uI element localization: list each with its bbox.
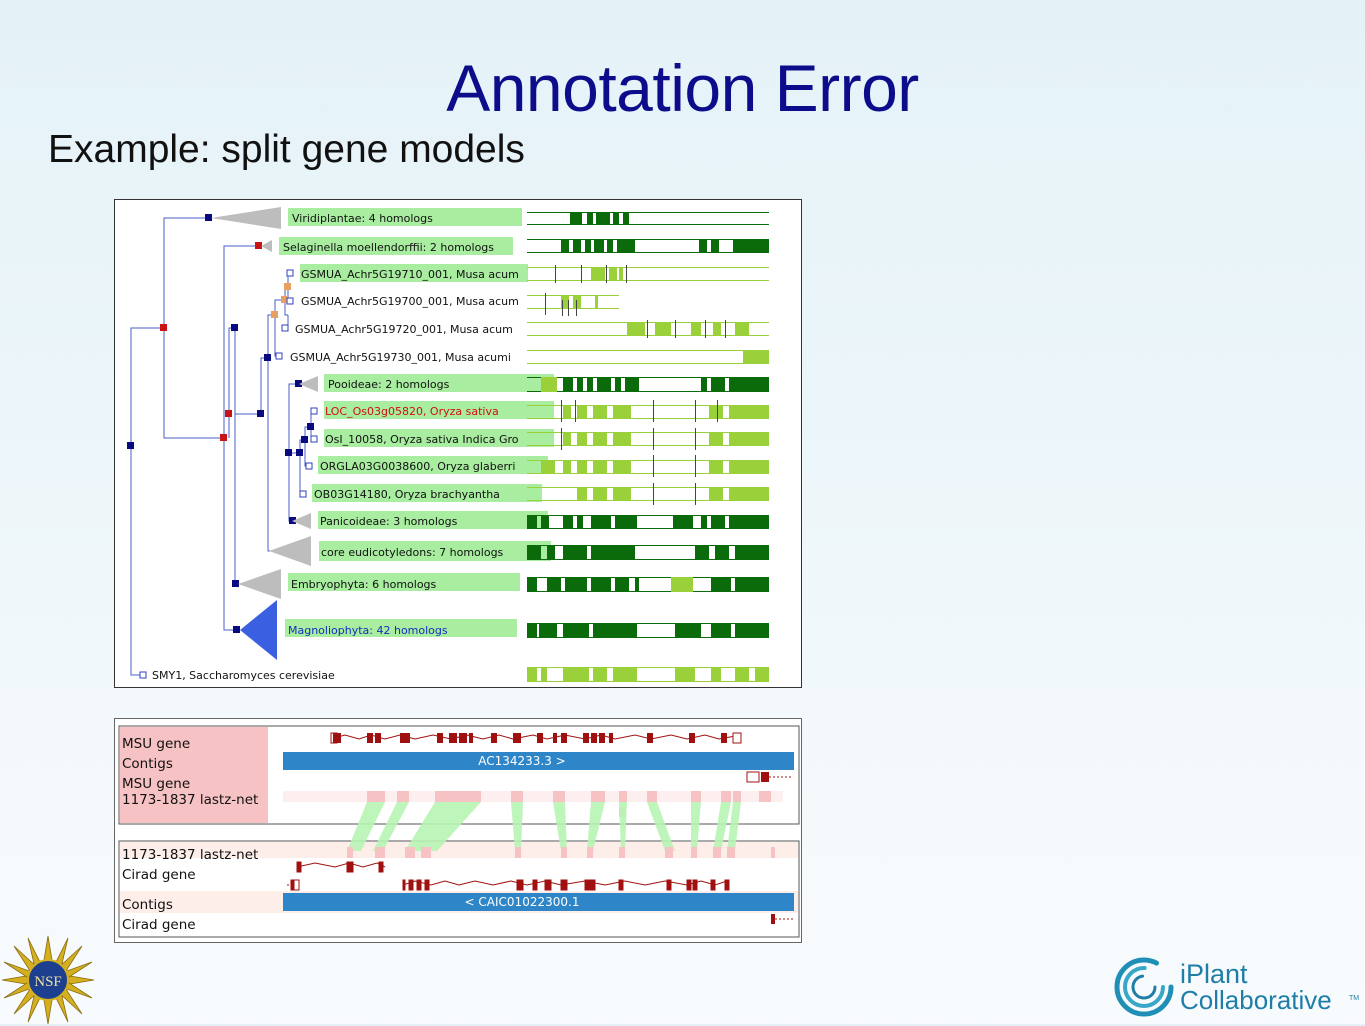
- msu-gene-model[interactable]: [330, 732, 742, 744]
- nsf-rays-icon: [1, 935, 95, 1025]
- tree-label-gsmua-19720[interactable]: GSMUA_Achr5G19720_001, Musa acum: [295, 323, 513, 336]
- contig-label-top: AC134233.3 >: [478, 754, 566, 768]
- tree-label-smy1[interactable]: SMY1, Saccharomyces cerevisiae: [152, 669, 335, 682]
- nsf-text: NSF: [34, 974, 62, 990]
- contig-bar-bottom[interactable]: [283, 893, 794, 911]
- tree-label-embryophyta[interactable]: Embryophyta: 6 homologs: [291, 578, 437, 591]
- tree-label-osi-10058[interactable]: OsI_10058, Oryza sativa Indica Gro: [325, 433, 519, 446]
- track-label-msu-gene: MSU gene: [122, 736, 190, 752]
- slide-subtitle: Example: split gene models: [48, 128, 525, 171]
- tree-label-loc-os03g05820[interactable]: LOC_Os03g05820, Oryza sativa: [325, 405, 499, 418]
- tree-label-gsmua-19700[interactable]: GSMUA_Achr5G19700_001, Musa acum: [301, 295, 519, 308]
- lastz-blocks-bottom: [347, 847, 775, 858]
- iplant-swirl-icon: [1114, 957, 1174, 1017]
- synteny-links: [347, 802, 741, 851]
- genome-browser-svg: MSU gene Contigs MSU gene 1173-1837 last…: [118, 725, 800, 938]
- tree-label-gsmua-19710[interactable]: GSMUA_Achr5G19710_001, Musa acum: [301, 268, 519, 281]
- tree-label-selaginella[interactable]: Selaginella moellendorffii: 2 homologs: [283, 241, 494, 254]
- contig-label-bottom: < CAIC01022300.1: [465, 895, 580, 909]
- iplant-logo: iPlant Collaborative TM: [1114, 957, 1359, 1017]
- tree-label-orgla03g[interactable]: ORGLA03G0038600, Oryza glaberri: [320, 460, 515, 473]
- alignment-tracks: [527, 212, 769, 682]
- cirad-gene-model[interactable]: [287, 861, 730, 891]
- tree-nodes: [127, 214, 314, 633]
- track-label-msu-gene-2: MSU gene: [122, 776, 190, 792]
- collapsed-clade-triangles: [211, 207, 318, 660]
- alignment-row: [527, 212, 769, 225]
- label-backgrounds: [279, 208, 554, 637]
- gene-tree-panel: Viridiplantae: 4 homologs Selaginella mo…: [114, 199, 802, 688]
- track-label-cirad-gene-2: Cirad gene: [122, 917, 196, 933]
- tree-label-eudicots[interactable]: core eudicotyledons: 7 homologs: [321, 546, 504, 559]
- track-label-cirad-gene: Cirad gene: [122, 867, 196, 883]
- nsf-globe-icon: [27, 959, 69, 1001]
- slide-title: Annotation Error: [446, 51, 919, 125]
- iplant-text-line2: Collaborative: [1180, 985, 1332, 1015]
- tree-label-panicoideae[interactable]: Panicoideae: 3 homologs: [320, 515, 458, 528]
- tree-labels: Viridiplantae: 4 homologs Selaginella mo…: [152, 212, 519, 682]
- track-label-contigs-bottom: Contigs: [122, 897, 173, 913]
- gene-tree-svg: Viridiplantae: 4 homologs Selaginella mo…: [127, 207, 769, 682]
- iplant-tm: TM: [1349, 995, 1359, 1002]
- tree-leaf-boxes: [139, 269, 318, 679]
- tree-label-ob03g14180[interactable]: OB03G14180, Oryza brachyantha: [314, 488, 500, 501]
- track-label-lastz-bottom: 1173-1837 lastz-net: [122, 847, 258, 863]
- tree-label-magnoliophyta[interactable]: Magnoliophyta: 42 homologs: [288, 624, 448, 637]
- tree-label-pooideae[interactable]: Pooideae: 2 homologs: [328, 378, 450, 391]
- genome-browser-panel: MSU gene Contigs MSU gene 1173-1837 last…: [114, 718, 802, 943]
- track-label-contigs: Contigs: [122, 756, 173, 772]
- iplant-text-line1: iPlant: [1180, 959, 1248, 989]
- tree-label-viridiplantae[interactable]: Viridiplantae: 4 homologs: [292, 212, 433, 225]
- cirad-gene-fragment[interactable]: [771, 914, 775, 924]
- nsf-logo: NSF: [1, 935, 95, 1025]
- contig-bar-top[interactable]: [283, 752, 794, 770]
- msu-gene-fragment[interactable]: [746, 771, 760, 783]
- track-label-lastz: 1173-1837 lastz-net: [122, 792, 258, 808]
- tree-label-gsmua-19730[interactable]: GSMUA_Achr5G19730_001, Musa acumi: [290, 351, 511, 364]
